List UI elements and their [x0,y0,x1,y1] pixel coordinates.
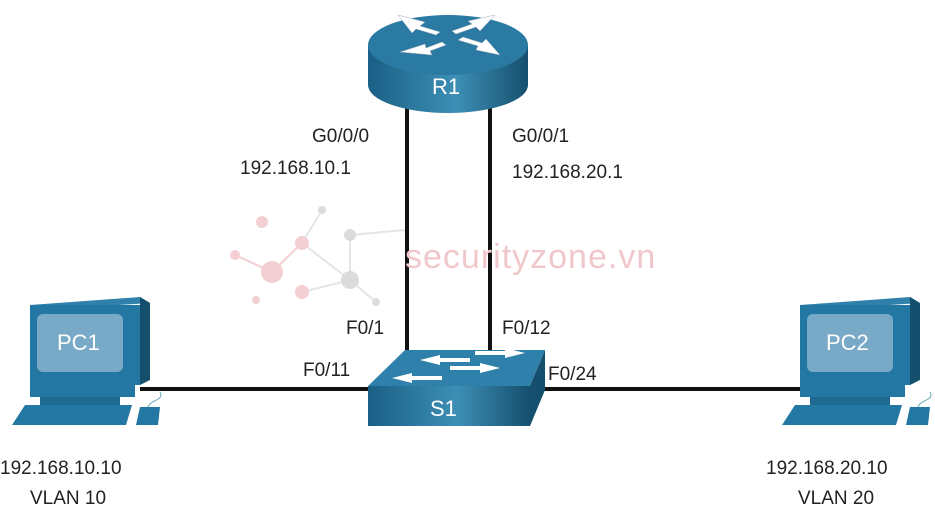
r1-left-interface: G0/0/0 [312,126,370,147]
watermark-logo [230,206,406,306]
router-r1-icon[interactable] [368,14,528,113]
router-label: R1 [432,74,461,99]
pc2-ip: 192.168.20.10 [766,458,888,479]
pc1-icon[interactable] [12,297,162,425]
switch-label: S1 [430,396,457,421]
s1-port-f0-11: F0/11 [303,360,351,381]
pc2-vlan: VLAN 20 [798,488,875,509]
pc1-label: PC1 [57,330,100,355]
s1-port-f0-12: F0/12 [502,318,551,339]
pc2-icon[interactable] [782,297,932,425]
r1-right-ip: 192.168.20.1 [512,162,623,183]
switch-s1-icon[interactable] [368,348,545,426]
pc1-ip: 192.168.10.10 [0,458,122,479]
r1-right-interface: G0/0/1 [512,126,570,147]
pc2-label: PC2 [826,330,869,355]
s1-port-f0-1: F0/1 [346,318,385,339]
r1-left-ip: 192.168.10.1 [240,158,351,179]
watermark-text: securityzone.vn [405,238,657,276]
s1-port-f0-24: F0/24 [548,364,597,385]
pc1-vlan: VLAN 10 [30,488,107,509]
